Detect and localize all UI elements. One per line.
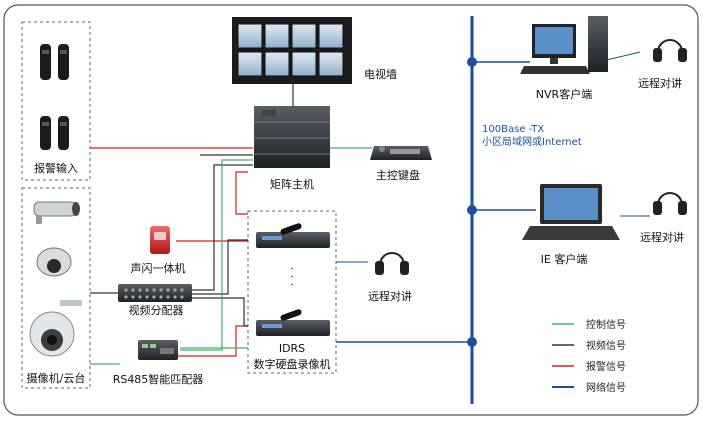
idrs-label: IDRS — [279, 342, 305, 355]
bullet-camera-icon — [33, 201, 80, 224]
keyboard-icon — [370, 146, 432, 160]
intercom-ie-label: 远程对讲 — [640, 230, 684, 244]
dvr-bottom-icon — [256, 309, 330, 336]
keyboard-label: 主控键盘 — [376, 168, 420, 182]
ptz-camera-icon — [29, 300, 82, 357]
video-splitter-icon — [118, 284, 192, 302]
legend: 控制信号 视频信号 报警信号 网络信号 — [552, 318, 626, 394]
legend-label-network: 网络信号 — [586, 381, 626, 394]
svg-text:·: · — [290, 278, 294, 291]
legend-label-control: 控制信号 — [586, 318, 626, 331]
alarm-input-label: 报警输入 — [34, 161, 78, 175]
video-splitter-label: 视频分配器 — [129, 303, 184, 317]
alarm-detector-icon — [40, 44, 69, 150]
alarm-input-group — [21, 21, 91, 181]
tv-wall-icon — [232, 17, 352, 84]
svg-text:·: · — [290, 270, 294, 283]
intercom-nvr-label: 远程对讲 — [638, 76, 682, 90]
headset-icon-nvr — [653, 39, 687, 62]
dvr-top-icon — [256, 223, 330, 248]
laptop-icon — [522, 184, 620, 240]
network-label-1: 100Base -TX — [482, 124, 544, 135]
headset-icon-ie — [653, 192, 687, 215]
rs485-label: RS485智能匹配器 — [113, 372, 204, 386]
camera-group — [21, 187, 91, 389]
legend-label-video: 视频信号 — [586, 339, 626, 352]
camera-label: 摄像机/云台 — [27, 371, 86, 385]
legend-label-alarm: 报警信号 — [586, 360, 626, 373]
tv-wall-label: 电视墙 — [364, 67, 397, 81]
matrix-host-icon — [254, 106, 330, 168]
intercom-center-label: 远程对讲 — [368, 289, 412, 303]
dome-camera-icon — [36, 247, 72, 277]
headset-icon-center — [375, 252, 409, 275]
nvr-client-label: NVR客户端 — [536, 87, 592, 101]
strobe-label: 声闪一体机 — [131, 261, 186, 275]
rs485-matcher-icon — [138, 340, 178, 360]
idrs-group — [247, 210, 337, 374]
wiring — [90, 16, 650, 404]
strobe-siren-icon — [150, 226, 170, 254]
ie-client-label: IE 客户端 — [541, 252, 588, 266]
outer-frame — [3, 4, 699, 416]
dvr-label: 数字硬盘录像机 — [254, 357, 331, 371]
ellipsis-dots: · — [290, 262, 294, 275]
desktop-pc-icon — [520, 16, 608, 74]
network-label-2: 小区局域网或Internet — [482, 135, 582, 148]
matrix-host-label: 矩阵主机 — [270, 177, 314, 191]
